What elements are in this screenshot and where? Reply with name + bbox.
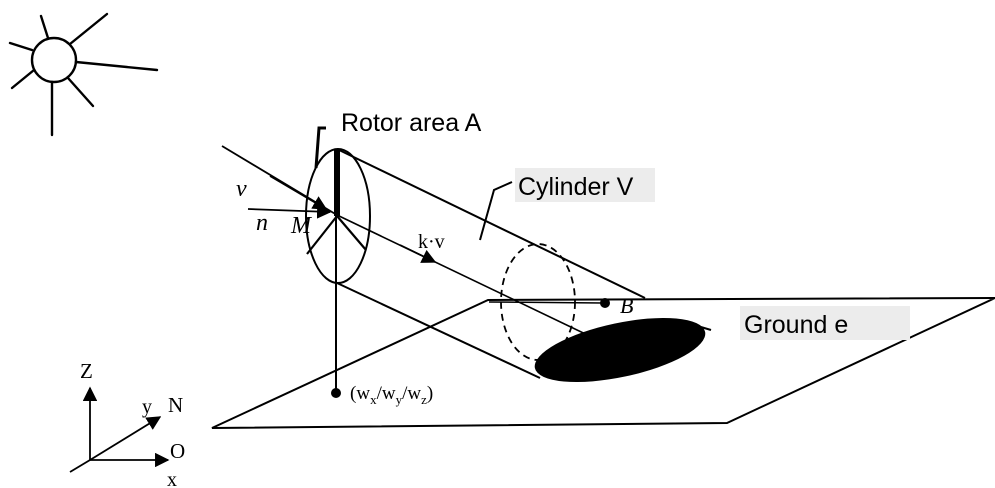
shadow-area	[534, 317, 706, 383]
normal-n-label: n	[256, 210, 268, 236]
axis-x-label: x	[167, 469, 177, 488]
ground-leader	[683, 321, 712, 331]
point-b-line	[488, 301, 604, 304]
tower-base-point	[331, 388, 341, 398]
kv-arrow	[399, 244, 437, 263]
ground-label: Ground e	[744, 311, 848, 339]
axis-z-label: Z	[80, 359, 93, 383]
rotor-area	[305, 148, 371, 284]
kv-label: k·v	[418, 231, 445, 253]
rotor-area-label: Rotor area A	[341, 109, 482, 137]
normal-n-arrow	[247, 204, 332, 219]
axis-y-label: y	[142, 396, 152, 418]
ground-label-highlight	[740, 306, 910, 340]
ray-v-arrow	[269, 175, 328, 210]
axis-o-label: O	[170, 439, 185, 463]
point-b-label: B	[620, 293, 633, 318]
point-m-label: M	[290, 213, 313, 239]
ray-v-label: v	[236, 176, 247, 202]
cylinder-label: Cylinder V	[518, 173, 634, 201]
point-b-marker	[600, 298, 610, 308]
rotor-leader	[314, 126, 326, 169]
axis-n-label: N	[168, 393, 183, 417]
coordinate-axes	[69, 386, 170, 473]
tower-base-coordinates: (wx/wy/wz)	[350, 383, 433, 407]
cylinder-leader	[479, 181, 513, 241]
sun-icon	[8, 12, 159, 137]
cylinder-label-highlight	[515, 168, 655, 202]
